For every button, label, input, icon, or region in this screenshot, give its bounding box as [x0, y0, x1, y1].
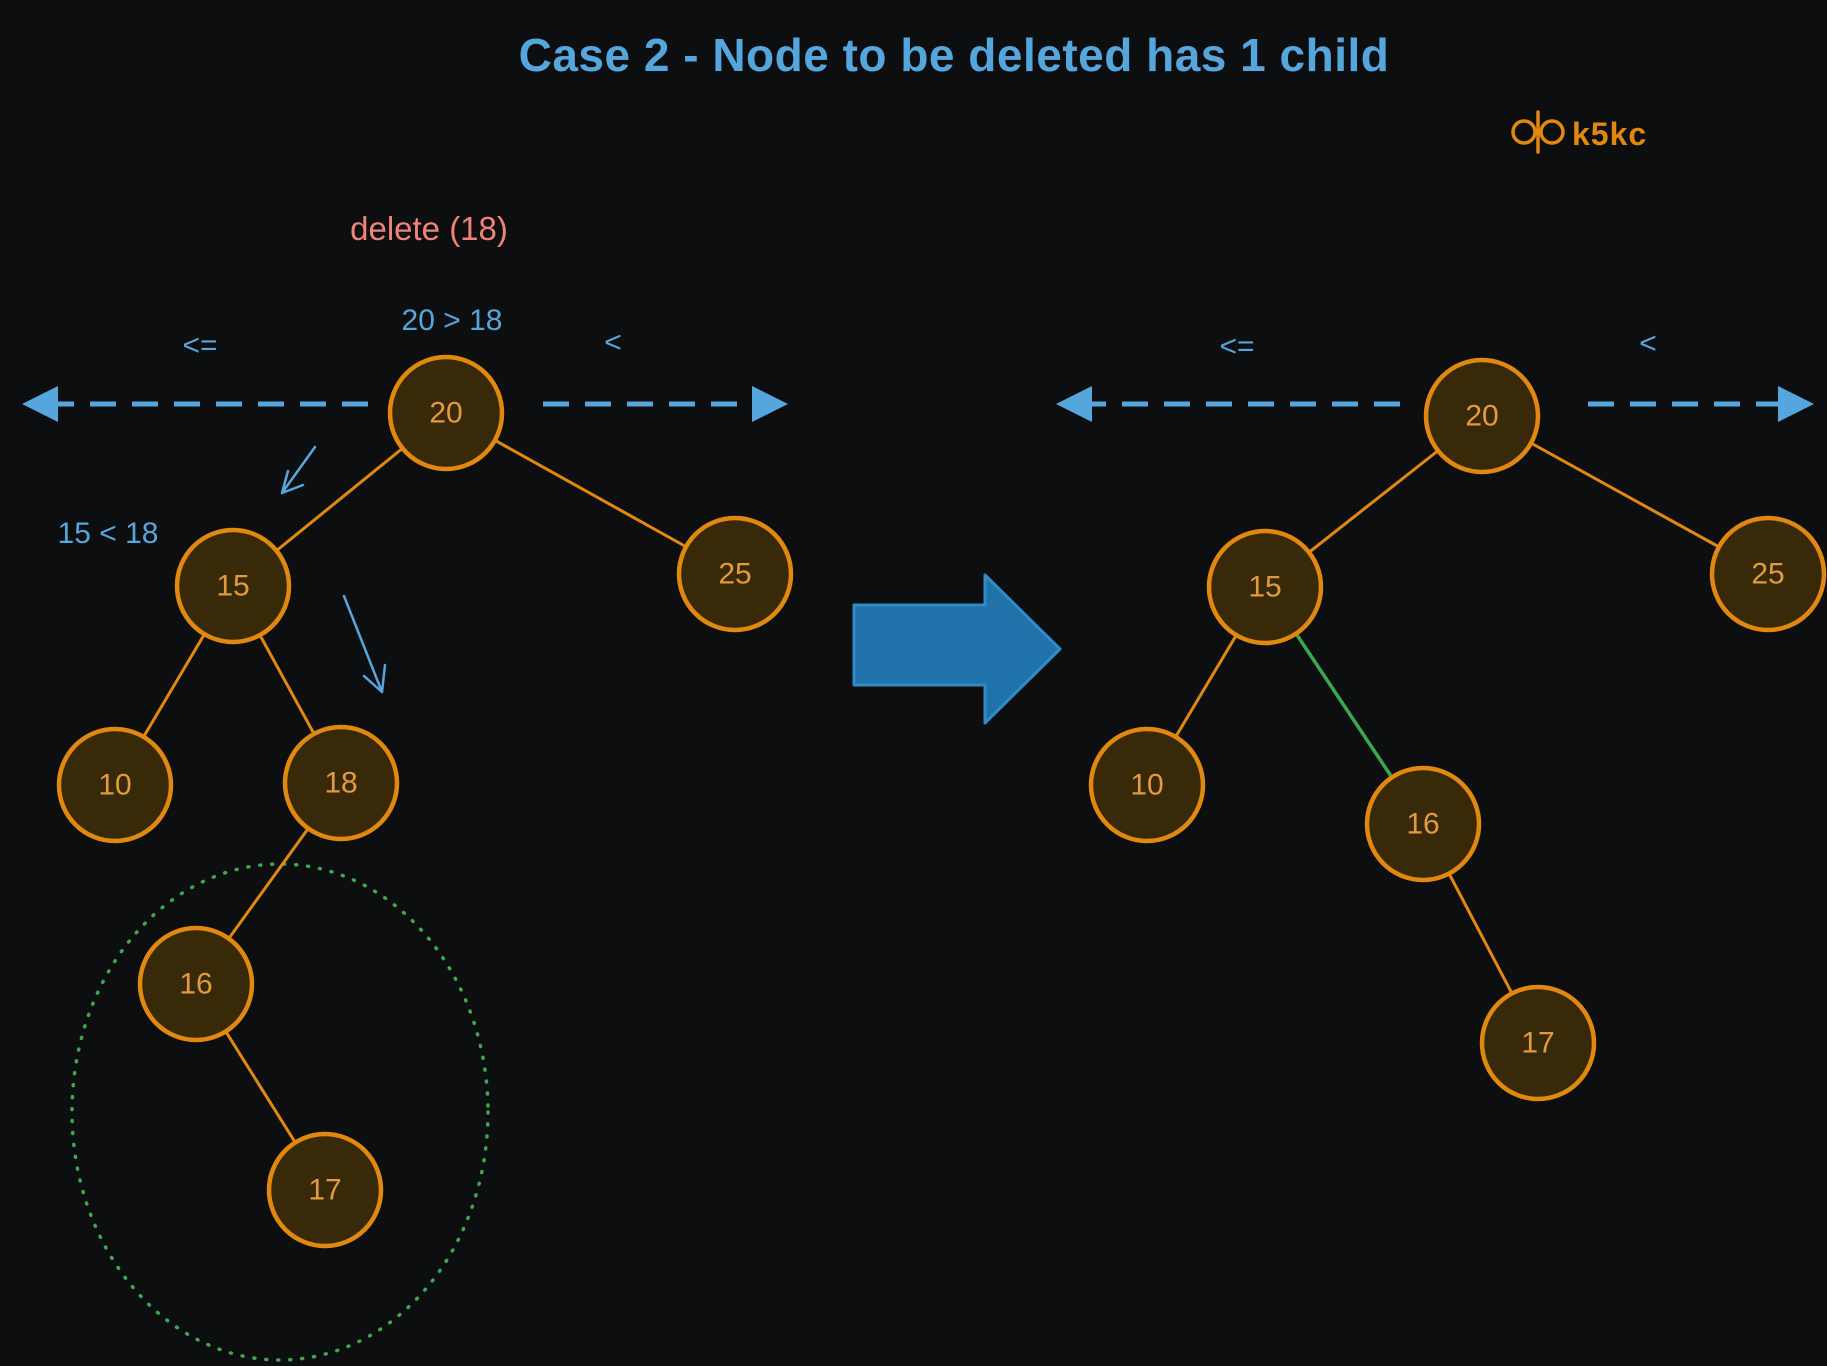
arrowhead-right-icon [1778, 386, 1814, 422]
node-circle [137, 925, 255, 1043]
left-tree-node-25: 25 [676, 515, 794, 633]
right-tree-node-16: 16 [1364, 765, 1482, 883]
node-circle [1364, 765, 1482, 883]
node-value: 18 [324, 767, 357, 800]
node-circle [266, 1131, 384, 1249]
left-tree-node-10: 10 [56, 726, 174, 844]
range-arrow-left-pointing-left [22, 386, 368, 422]
range-label-lt-right: < [1639, 327, 1657, 360]
node-circle [1206, 528, 1324, 646]
range-arrow-right-pointing-left [1056, 386, 1400, 422]
range-label-le-left: <= [182, 329, 217, 362]
left-tree-node-16: 16 [137, 925, 255, 1043]
left-tree-node-15: 15 [174, 527, 292, 645]
subtree-highlight-ellipse [70, 862, 490, 1362]
node-value: 16 [179, 968, 212, 1001]
node-circle [174, 527, 292, 645]
node-value: 16 [1406, 808, 1439, 841]
traversal-arrow-to-15-icon [280, 445, 317, 495]
right-tree-node-20: 20 [1423, 357, 1541, 475]
annotation-delete-call: delete (18) [350, 210, 508, 247]
arrowhead-right-icon [752, 386, 788, 422]
node-value: 17 [308, 1174, 341, 1207]
traversal-arrow-to-18-icon [342, 594, 387, 694]
left-tree-node-20: 20 [387, 354, 505, 472]
butterfly-icon [1511, 110, 1565, 154]
node-circle [56, 726, 174, 844]
annotation-left-compare: 15 < 18 [58, 517, 159, 550]
node-circle [387, 354, 505, 472]
node-circle [1423, 357, 1541, 475]
arrowhead-left-icon [22, 386, 58, 422]
left-tree: delete (18) 20 > 18 15 < 18 <= < 20 [22, 210, 794, 1362]
right-tree-node-10: 10 [1088, 726, 1206, 844]
left-tree-node-18: 18 [282, 724, 400, 842]
node-circle [676, 515, 794, 633]
range-label-le-right: <= [1219, 330, 1254, 363]
node-value: 10 [98, 769, 131, 802]
range-arrow-right-pointing-right [1588, 386, 1814, 422]
logo-text: k5kc [1572, 116, 1647, 152]
right-tree-node-15: 15 [1206, 528, 1324, 646]
transform-arrow-icon [852, 573, 1062, 725]
annotation-root-compare: 20 > 18 [402, 304, 503, 337]
node-value: 15 [1248, 571, 1281, 604]
arrowhead-left-icon [1056, 386, 1092, 422]
node-circle [282, 724, 400, 842]
node-circle [1088, 726, 1206, 844]
range-arrow-left-pointing-right [543, 386, 788, 422]
node-value: 20 [1465, 400, 1498, 433]
node-value: 25 [1751, 558, 1784, 591]
node-value: 10 [1130, 769, 1163, 802]
page-title: Case 2 - Node to be deleted has 1 child [519, 29, 1390, 81]
logo: k5kc [1511, 110, 1647, 154]
node-value: 15 [216, 570, 249, 603]
right-tree-node-25: 25 [1709, 515, 1827, 633]
right-tree: <= < 20 25 15 10 [1056, 327, 1827, 1102]
butterfly-icon-left-wing [1511, 119, 1537, 145]
range-label-lt-left: < [604, 326, 622, 359]
node-value: 25 [718, 558, 751, 591]
butterfly-icon-right-wing [1539, 119, 1565, 145]
node-circle [1709, 515, 1827, 633]
node-circle [1479, 984, 1597, 1102]
node-value: 17 [1521, 1027, 1554, 1060]
left-tree-node-17: 17 [266, 1131, 384, 1249]
node-value: 20 [429, 397, 462, 430]
right-tree-node-17: 17 [1479, 984, 1597, 1102]
